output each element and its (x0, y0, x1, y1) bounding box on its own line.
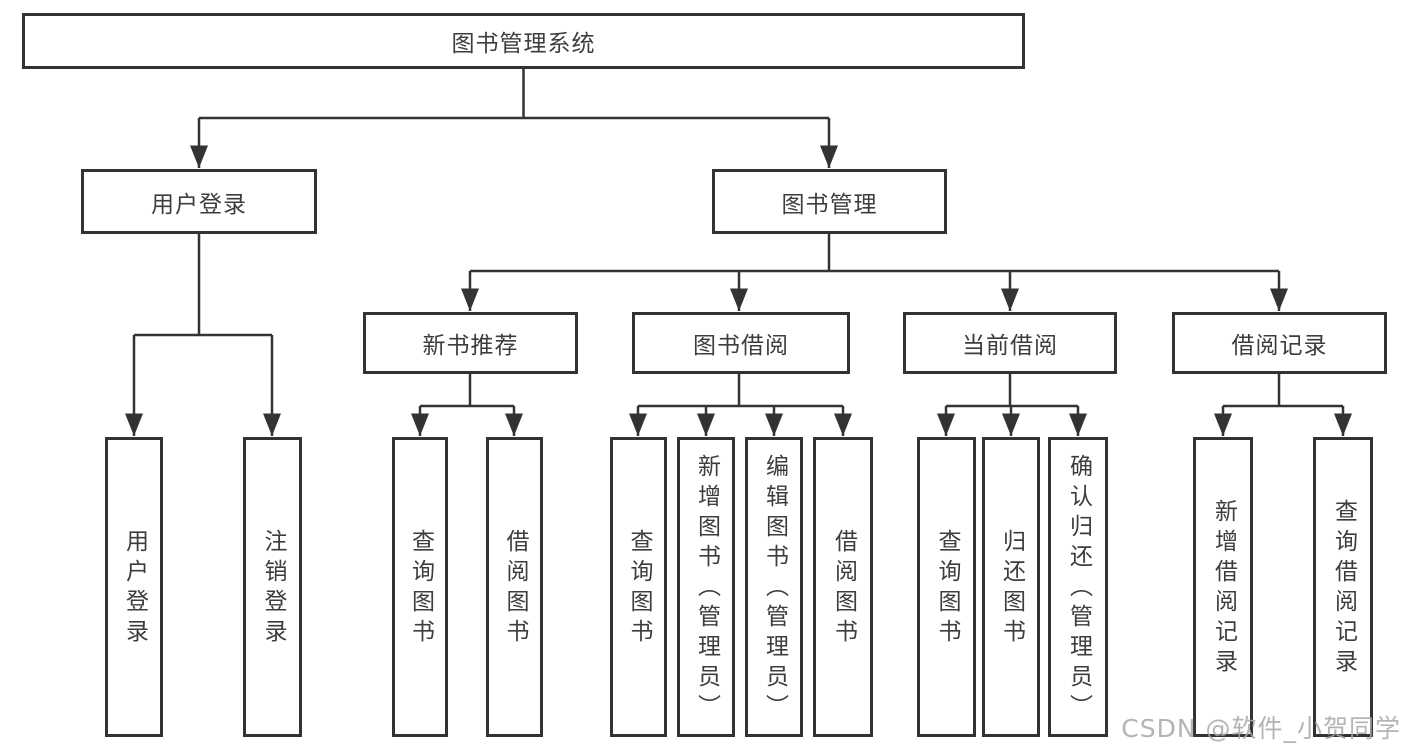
leaf-rec-borrow-books-label: 借阅图书 (502, 529, 528, 649)
node-book-borrowing-label: 图书借阅 (693, 333, 789, 359)
leaf-bb-query-books: 查询图书 (610, 437, 667, 737)
leaf-br-query-record: 查询借阅记录 (1313, 437, 1373, 737)
leaf-cb-return-books-label: 归还图书 (998, 529, 1025, 649)
node-book-management: 图书管理 (712, 169, 947, 234)
node-user-login-group: 用户登录 (81, 169, 317, 234)
connector-skeleton (134, 69, 1343, 408)
connector-elbow-lines (134, 69, 1343, 408)
leaf-logout-label: 注销登录 (260, 529, 286, 649)
node-book-management-label: 图书管理 (781, 191, 878, 218)
leaf-cb-return-books: 归还图书 (982, 437, 1040, 737)
node-current-borrowing: 当前借阅 (903, 312, 1117, 374)
leaf-cb-query-books-label: 查询图书 (934, 529, 960, 649)
leaf-bb-borrow-books-label: 借阅图书 (830, 529, 857, 649)
node-system-root: 图书管理系统 (22, 13, 1025, 69)
leaf-cb-confirm-return-admin: 确认归还（管理员） (1048, 437, 1108, 737)
leaf-rec-query-books-label: 查询图书 (407, 529, 434, 649)
leaf-bb-add-books-admin-label: 新增图书（管理员） (693, 454, 720, 724)
node-borrow-records-label: 借阅记录 (1231, 333, 1328, 359)
node-new-book-recommend: 新书推荐 (363, 312, 578, 374)
leaf-rec-query-books: 查询图书 (392, 437, 448, 737)
leaf-user-login-label: 用户登录 (121, 529, 148, 649)
leaf-cb-query-books: 查询图书 (917, 437, 976, 737)
node-system-root-label: 图书管理系统 (451, 31, 596, 57)
node-new-book-recommend-label: 新书推荐 (422, 333, 519, 359)
leaf-br-query-record-label: 查询借阅记录 (1330, 499, 1357, 679)
leaf-logout: 注销登录 (243, 437, 302, 737)
node-book-borrowing: 图书借阅 (632, 312, 850, 374)
leaf-bb-borrow-books: 借阅图书 (813, 437, 873, 737)
csdn-watermark: CSDN @软件_小贺同学 (1121, 714, 1401, 743)
leaf-br-add-record-label: 新增借阅记录 (1210, 499, 1237, 679)
leaf-br-add-record: 新增借阅记录 (1193, 437, 1253, 737)
leaf-bb-query-books-label: 查询图书 (626, 529, 652, 649)
node-user-login-group-label: 用户登录 (151, 191, 247, 218)
leaf-bb-edit-books-admin: 编辑图书（管理员） (745, 437, 803, 737)
leaf-user-login: 用户登录 (105, 437, 163, 737)
leaf-rec-borrow-books: 借阅图书 (486, 437, 543, 737)
node-current-borrowing-label: 当前借阅 (962, 333, 1058, 359)
leaf-bb-edit-books-admin-label: 编辑图书（管理员） (761, 454, 788, 724)
node-borrow-records: 借阅记录 (1172, 312, 1387, 374)
leaf-bb-add-books-admin: 新增图书（管理员） (677, 437, 735, 737)
connector-arrows (125, 118, 1352, 436)
leaf-cb-confirm-return-admin-label: 确认归还（管理员） (1065, 454, 1092, 724)
